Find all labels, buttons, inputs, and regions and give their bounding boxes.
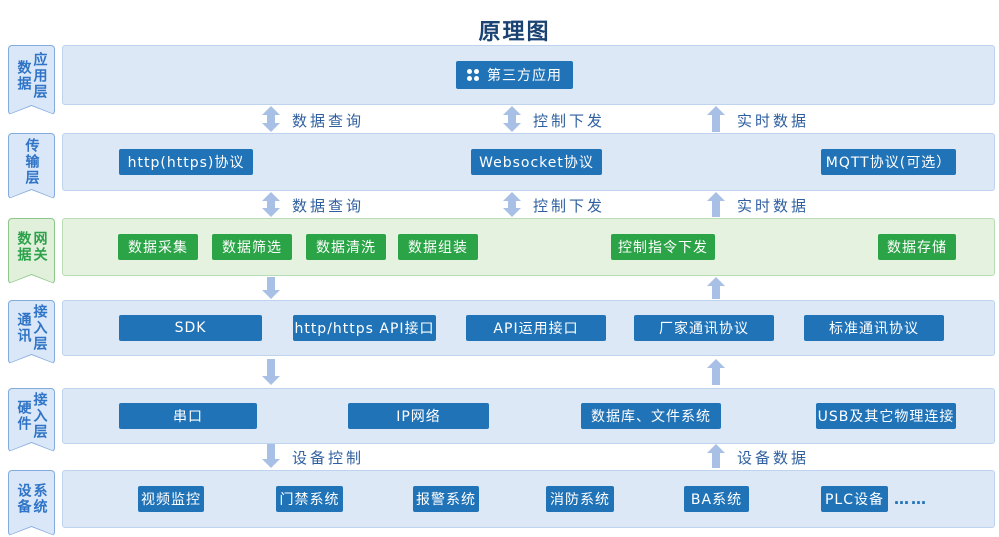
ribbon-text: 数据 网关 xyxy=(8,218,55,275)
more-ellipsis: …… xyxy=(894,490,928,508)
diagram-node: 数据库、文件系统 xyxy=(581,403,721,429)
layer-band-application: 第三方应用 xyxy=(62,45,995,105)
ribbon-text: 通讯 接入层 xyxy=(8,300,55,355)
ribbon-shape-fill xyxy=(9,389,54,451)
layer-ribbon-transport: 传输层 xyxy=(8,133,55,199)
ribbon-shape-fill xyxy=(9,134,54,198)
diagram-node: 标准通讯协议 xyxy=(804,315,944,341)
diagram-node: 数据组装 xyxy=(398,234,478,260)
arrow-down-icon xyxy=(262,359,280,385)
ribbon-col-right: 应用层 xyxy=(31,51,48,100)
ribbon-text: 硬件 接入层 xyxy=(8,388,55,443)
diagram-node: http(https)协议 xyxy=(119,149,253,175)
ribbon-col-left: 数据 xyxy=(15,59,32,92)
diagram-node: 视频监控 xyxy=(138,486,204,512)
connector-label: 控制下发 xyxy=(533,112,606,130)
node-label: 第三方应用 xyxy=(487,68,562,84)
layer-ribbon-application: 数据 应用层 xyxy=(8,45,55,115)
layer-band-comm-access: SDK http/https API接口 API运用接口 厂家通讯协议 标准通讯… xyxy=(62,300,995,356)
ribbon-col-right: 传输层 xyxy=(23,137,40,186)
layer-band-data-gateway: 数据采集 数据筛选 数据清洗 数据组装 控制指令下发 数据存储 xyxy=(62,218,995,276)
diagram-node: SDK xyxy=(119,315,262,341)
ribbon-shape-fill xyxy=(9,46,54,114)
connector-label: 数据查询 xyxy=(292,112,365,130)
diagram-node: API运用接口 xyxy=(466,315,606,341)
ribbon-col-left: 硬件 xyxy=(15,399,32,432)
arrow-bidirectional-icon xyxy=(262,106,280,132)
ribbon-shape-fill xyxy=(9,219,54,283)
connector-label: 设备数据 xyxy=(737,449,810,467)
connector-label: 实时数据 xyxy=(737,112,810,130)
layer-ribbon-hardware-access: 硬件 接入层 xyxy=(8,388,55,452)
diagram-node: 门禁系统 xyxy=(276,486,343,512)
connector-label: 控制下发 xyxy=(533,197,606,215)
ribbon-shape-fill xyxy=(9,471,54,535)
layer-ribbon-data-gateway: 数据 网关 xyxy=(8,218,55,284)
connector-label: 数据查询 xyxy=(292,197,365,215)
diagram-node: 数据存储 xyxy=(878,234,956,260)
arrow-down-icon xyxy=(262,444,280,468)
diagram-node: 数据清洗 xyxy=(306,234,386,260)
layer-band-device-system: 视频监控 门禁系统 报警系统 消防系统 BA系统 PLC设备 …… xyxy=(62,470,995,528)
ribbon-col-left: 通讯 xyxy=(15,311,32,344)
arrow-bidirectional-icon xyxy=(503,106,521,132)
ribbon-shape-fill xyxy=(9,301,54,363)
arrow-up-icon xyxy=(707,277,725,299)
diagram-node: 第三方应用 xyxy=(456,61,573,89)
diagram-node: 数据采集 xyxy=(118,234,198,260)
layer-band-transport: http(https)协议 Websocket协议 MQTT协议(可选） xyxy=(62,133,995,191)
diagram-title: 原理图 xyxy=(478,20,551,45)
arrow-bidirectional-icon xyxy=(503,192,521,217)
ribbon-text: 传输层 xyxy=(8,133,55,190)
layer-ribbon-comm-access: 通讯 接入层 xyxy=(8,300,55,364)
diagram-node: 厂家通讯协议 xyxy=(634,315,774,341)
connector-label: 设备控制 xyxy=(292,449,365,467)
diagram-node: USB及其它物理连接 xyxy=(816,403,956,429)
diagram-node: 消防系统 xyxy=(546,486,614,512)
ribbon-text: 数据 应用层 xyxy=(8,45,55,106)
ribbon-col-right: 网关 xyxy=(31,230,48,263)
ribbon-col-right: 系统 xyxy=(31,482,48,515)
arrow-up-icon xyxy=(707,444,725,468)
diagram-node: IP网络 xyxy=(348,403,489,429)
arrow-up-icon xyxy=(707,192,725,217)
ribbon-col-right: 接入层 xyxy=(31,391,48,440)
diagram-node: Websocket协议 xyxy=(471,149,602,175)
arrow-down-icon xyxy=(262,277,280,299)
diagram-node: 报警系统 xyxy=(413,486,479,512)
diagram-node: 串口 xyxy=(119,403,257,429)
ribbon-col-left: 设备 xyxy=(15,482,32,515)
layer-ribbon-device-system: 设备 系统 xyxy=(8,470,55,536)
diagram-node: 控制指令下发 xyxy=(611,234,715,260)
ribbon-text: 设备 系统 xyxy=(8,470,55,527)
diagram-node: http/https API接口 xyxy=(293,315,436,341)
diagram-node: 数据筛选 xyxy=(212,234,292,260)
ribbon-col-left: 数据 xyxy=(15,230,32,263)
ribbon-col-right: 接入层 xyxy=(31,303,48,352)
connector-label: 实时数据 xyxy=(737,197,810,215)
diagram-node: BA系统 xyxy=(684,486,749,512)
apps-icon xyxy=(467,69,479,81)
arrow-bidirectional-icon xyxy=(262,192,280,217)
layer-band-hardware-access: 串口 IP网络 数据库、文件系统 USB及其它物理连接 xyxy=(62,388,995,444)
diagram-node: PLC设备 xyxy=(821,486,888,512)
arrow-up-icon xyxy=(707,359,725,385)
arrow-up-icon xyxy=(707,106,725,132)
diagram-node: MQTT协议(可选） xyxy=(821,149,956,175)
